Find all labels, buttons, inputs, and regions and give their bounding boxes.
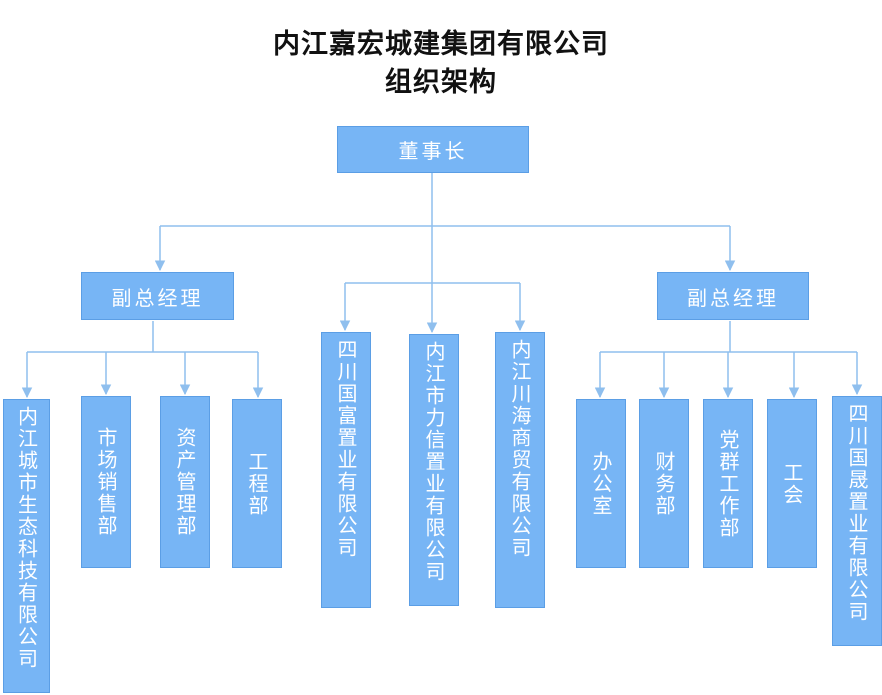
right-department-box: 财务部 bbox=[639, 399, 689, 568]
right-department-box: 工会 bbox=[767, 399, 817, 568]
center-company-box: 内江市力信置业有限公司 bbox=[409, 334, 459, 606]
center-company-box: 内江川海商贸有限公司 bbox=[495, 332, 545, 608]
chairman-box: 董事长 bbox=[337, 126, 529, 173]
left-department-box: 工程部 bbox=[232, 399, 282, 568]
left-vice-president-box: 副总经理 bbox=[81, 272, 234, 320]
left-department-box: 市场销售部 bbox=[81, 396, 131, 568]
center-company-box: 四川国富置业有限公司 bbox=[321, 332, 371, 608]
chart-title: 内江嘉宏城建集团有限公司 bbox=[273, 29, 609, 60]
left-department-box: 内江城市生态科技有限公司 bbox=[3, 399, 50, 693]
right-department-box: 党群工作部 bbox=[703, 399, 753, 568]
right-vice-president-box: 副总经理 bbox=[657, 272, 809, 320]
right-department-box: 四川国晟置业有限公司 bbox=[832, 396, 882, 646]
right-department-box: 办公室 bbox=[576, 399, 626, 568]
left-department-box: 资产管理部 bbox=[160, 396, 210, 568]
chart-subtitle: 组织架构 bbox=[385, 67, 497, 98]
